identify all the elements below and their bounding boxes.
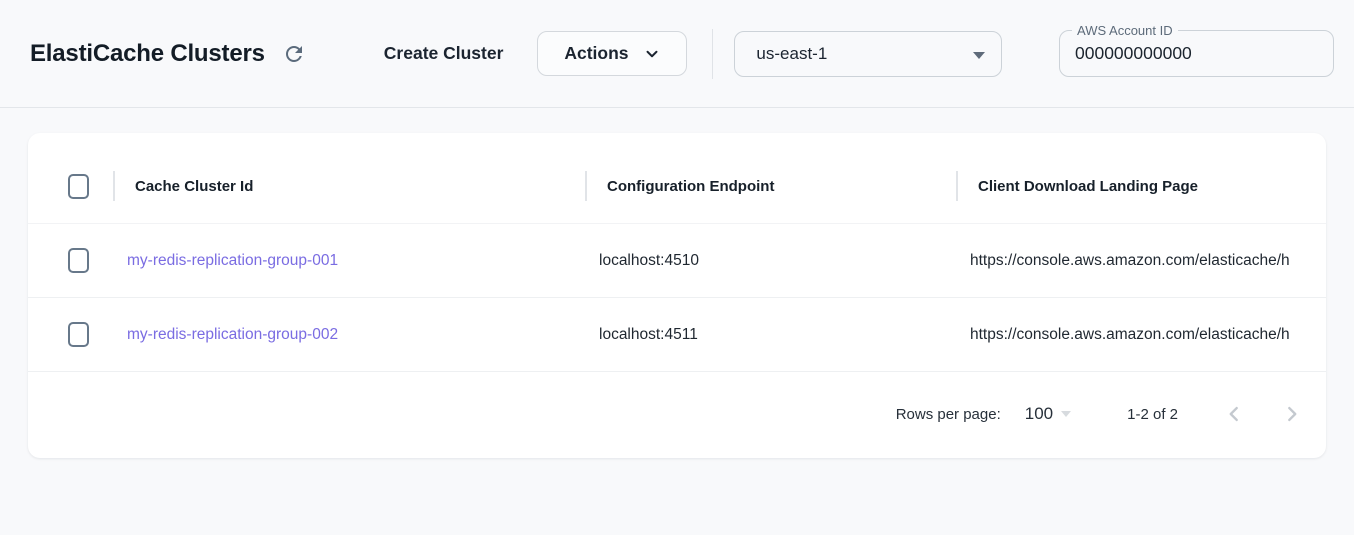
column-header-cache-cluster-id[interactable]: Cache Cluster Id (113, 149, 585, 223)
cell-configuration-endpoint: localhost:4510 (599, 251, 699, 269)
table-row: my-redis-replication-group-001 localhost… (28, 224, 1326, 298)
refresh-button[interactable] (280, 40, 308, 68)
cell-cache-cluster-id: my-redis-replication-group-002 (113, 326, 585, 344)
aws-account-id-label: AWS Account ID (1072, 22, 1178, 39)
next-page-button[interactable] (1272, 394, 1312, 434)
cell-configuration-endpoint: localhost:4511 (599, 325, 698, 343)
table-header-row: Cache Cluster Id Configuration Endpoint … (28, 133, 1326, 224)
select-row-checkbox[interactable] (68, 322, 89, 347)
aws-account-id-input[interactable] (1060, 43, 1333, 64)
region-selector[interactable]: us-east-1 (734, 30, 1003, 77)
table-row: my-redis-replication-group-002 localhost… (28, 298, 1326, 372)
arrow-drop-down-icon (1061, 411, 1072, 417)
rows-per-page-value: 100 (1024, 404, 1054, 423)
table-pagination: Rows per page: 100 1-2 of 2 (28, 372, 1326, 456)
previous-page-button[interactable] (1214, 394, 1254, 434)
topbar-divider (712, 28, 714, 79)
select-all-cell (28, 149, 113, 223)
column-separator (113, 171, 115, 201)
cluster-link[interactable]: my-redis-replication-group-002 (127, 325, 339, 343)
arrow-drop-down-icon (973, 51, 986, 59)
cluster-link[interactable]: my-redis-replication-group-001 (127, 251, 339, 269)
column-separator (585, 171, 587, 201)
chevron-right-icon (1279, 401, 1305, 427)
actions-button-label: Actions (564, 43, 629, 63)
select-all-checkbox[interactable] (68, 173, 89, 199)
select-row-cell (28, 224, 113, 297)
create-cluster-button[interactable]: Create Cluster (383, 43, 504, 63)
rows-per-page-select[interactable]: 100 (1024, 404, 1072, 424)
cell-client-download-landing-page: https://console.aws.amazon.com/elasticac… (970, 325, 1290, 343)
select-row-checkbox[interactable] (68, 248, 89, 273)
page-title: ElastiCache Clusters (30, 39, 265, 67)
column-separator (956, 171, 958, 201)
clusters-table-card: Cache Cluster Id Configuration Endpoint … (28, 133, 1326, 458)
column-header-configuration-endpoint[interactable]: Configuration Endpoint (585, 149, 956, 223)
refresh-icon (282, 42, 306, 66)
pagination-range-label: 1-2 of 2 (1127, 405, 1178, 423)
cell-client-download-landing-page: https://console.aws.amazon.com/elasticac… (970, 251, 1290, 269)
chevron-down-icon (643, 45, 661, 63)
select-row-cell (28, 298, 113, 371)
aws-account-id-field: AWS Account ID (1059, 22, 1334, 77)
column-header-client-download-landing-page[interactable]: Client Download Landing Page (956, 149, 1326, 223)
region-selector-value: us-east-1 (756, 43, 828, 63)
main-content: Cache Cluster Id Configuration Endpoint … (0, 108, 1354, 458)
cell-cache-cluster-id: my-redis-replication-group-001 (113, 252, 585, 270)
actions-button[interactable]: Actions (537, 31, 688, 76)
topbar: ElastiCache Clusters Create Cluster Acti… (0, 0, 1354, 108)
rows-per-page-label: Rows per page: (895, 405, 1001, 423)
chevron-left-icon (1221, 401, 1247, 427)
